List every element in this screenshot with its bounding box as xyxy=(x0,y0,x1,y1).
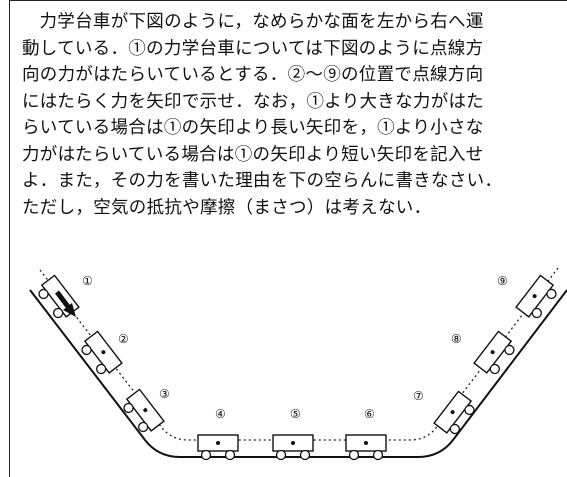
problem-line: ただし，空気の抵抗や摩擦（まさつ）は考えない． xyxy=(22,197,432,218)
position-label: ① xyxy=(82,274,93,288)
problem-line: 力学台車が下図のように，なめらかな面を左から右へ運 xyxy=(39,12,484,32)
problem-line: にはたらく力を矢印で示せ．なお，①より大きな力がはた xyxy=(22,91,484,112)
problem-line: らいている場合は①の矢印より長い矢印を，①より小さな xyxy=(22,118,484,138)
problem-line: 動している．①の力学台車については下図のように点線方 xyxy=(22,38,484,59)
cart-3 xyxy=(123,388,165,433)
position-label: ③ xyxy=(159,387,170,401)
position-label: ⑥ xyxy=(364,407,375,421)
cart-5 xyxy=(272,434,314,461)
position-label: ⑧ xyxy=(451,332,462,346)
force-arrow-icon xyxy=(55,290,76,317)
problem-line: よ．また，その力を書いた理由を下の空らんに書きなさい． xyxy=(22,171,503,191)
cart-9 xyxy=(515,274,557,319)
position-label: ⑨ xyxy=(497,274,508,288)
cart-2 xyxy=(81,330,123,375)
problem-line: 力がはたらいている場合は①の矢印より短い矢印を記入せ xyxy=(22,144,484,165)
track-surface xyxy=(29,289,567,458)
cart-6 xyxy=(345,434,387,461)
cart-8 xyxy=(473,330,515,375)
position-label: ⑦ xyxy=(413,389,424,403)
cart-1 xyxy=(38,274,80,319)
cart-4 xyxy=(197,434,239,461)
problem-line: 向の力がはたらいているとする．②〜⑨の位置で点線方向 xyxy=(22,65,484,85)
position-label: ② xyxy=(118,332,129,346)
cart-7 xyxy=(433,390,475,435)
problem-text: 力学台車が下図のように，なめらかな面を左から右へ運 動している．①の力学台車につ… xyxy=(22,9,567,221)
position-label: ⑤ xyxy=(290,407,301,421)
problem-frame: 力学台車が下図のように，なめらかな面を左から右へ運 動している．①の力学台車につ… xyxy=(9,0,567,477)
position-label: ④ xyxy=(215,407,226,421)
